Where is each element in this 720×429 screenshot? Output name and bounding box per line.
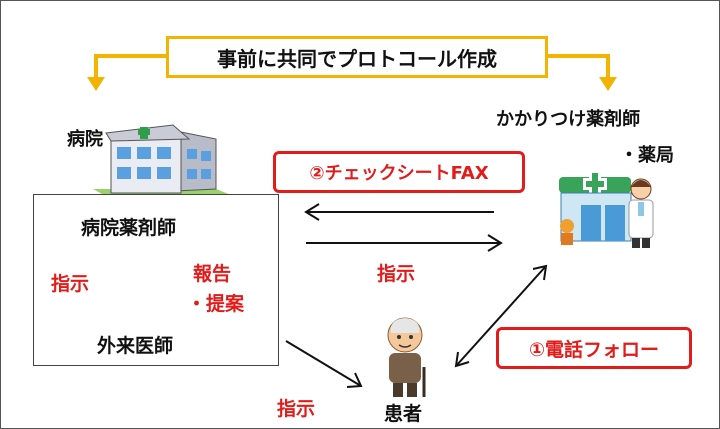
hospital-pharmacist-label: 病院薬剤師 bbox=[81, 217, 177, 239]
pharmacy-label-line2: ・薬局 bbox=[620, 145, 674, 166]
hospital-label: 病院 bbox=[67, 129, 103, 150]
fax-arrowhead bbox=[304, 203, 320, 221]
phone-arrowhead-top bbox=[532, 264, 548, 281]
phone-double-arrow bbox=[455, 265, 547, 367]
protocol-arrowhead-left bbox=[87, 77, 105, 91]
protocol-label: 事前に共同でプロトコール作成 bbox=[217, 46, 497, 71]
instruct-patient-arrow bbox=[285, 340, 362, 387]
patient-label: 患者 bbox=[384, 403, 423, 425]
instruct-inner-label: 指示 bbox=[51, 273, 90, 295]
protocol-box: 事前に共同でプロトコール作成 bbox=[166, 36, 548, 78]
checksheet-fax-label: ②チェックシートFAX bbox=[309, 163, 489, 184]
phone-follow-label: ①電話フォロー bbox=[528, 338, 660, 361]
protocol-bracket-right bbox=[548, 54, 610, 79]
instruct-patient-label: 指示 bbox=[277, 398, 316, 420]
doctor-label: 外来医師 bbox=[97, 335, 174, 357]
protocol-bracket-left bbox=[94, 54, 166, 79]
pharmacy-label-line1: かかりつけ薬剤師 bbox=[496, 109, 641, 130]
checksheet-fax-box: ②チェックシートFAX bbox=[273, 151, 525, 193]
hospital-box bbox=[33, 194, 279, 366]
instruct-pharmacy-arrowhead bbox=[487, 234, 503, 252]
phone-follow-box: ①電話フォロー bbox=[496, 327, 692, 369]
instruct-patient-arrowhead bbox=[346, 372, 363, 388]
report-label-line1: 報告 bbox=[193, 263, 232, 285]
phone-arrowhead-bottom bbox=[454, 351, 470, 368]
protocol-arrowhead-right bbox=[599, 77, 617, 91]
report-label-line2: ・提案 bbox=[187, 293, 245, 315]
instruct-pharmacy-label: 指示 bbox=[377, 263, 416, 285]
